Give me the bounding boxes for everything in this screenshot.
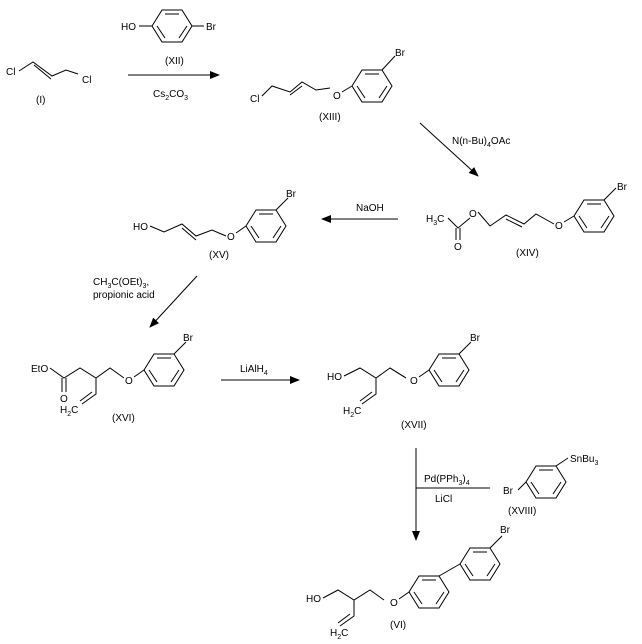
compound-XIV-chain <box>477 211 555 227</box>
compound-VI-ring-2 <box>459 547 501 581</box>
compound-VI-label: (VI) <box>390 620 406 631</box>
compound-XIII-ring <box>351 69 393 103</box>
compound-VI-h2c: H2C <box>330 628 348 641</box>
compound-XVI-ring <box>143 353 185 387</box>
compound-XV-ring <box>245 209 287 243</box>
reagent-step-6-line-1: Pd(PPh3)4 <box>424 474 470 487</box>
compound-XIV-br: Br <box>617 182 628 193</box>
compound-XV-o: O <box>227 232 235 243</box>
compound-XVI-h2c: H2C <box>60 405 78 418</box>
compound-XVII-br: Br <box>470 333 481 344</box>
reagent-step-2: N(n-Bu)4OAc <box>452 136 510 149</box>
reagent-step-4-line-2: propionic acid <box>93 290 155 301</box>
arrow-step-2 <box>419 122 479 177</box>
compound-XIII-o: O <box>333 91 341 102</box>
compound-I-bonds <box>18 61 79 77</box>
compound-I-label: (I) <box>36 95 45 106</box>
compound-XIV-o-ether: O <box>555 221 563 232</box>
compound-XIV-o-keto: O <box>454 242 462 253</box>
reagent-step-5: LiAlH4 <box>240 364 268 377</box>
reagent-step-6-line-2: LiCl <box>435 494 452 505</box>
compound-VI-ho: HO <box>306 594 321 605</box>
compound-XVI-label: (XVI) <box>112 413 135 424</box>
compound-XVI: EtO O H2C O Br (XVI) <box>31 333 194 424</box>
compound-XVI-o-keto: O <box>60 394 68 405</box>
compound-XVIII-ring <box>525 465 567 499</box>
reagent-step-3: NaOH <box>356 203 384 214</box>
compound-VI-o: O <box>390 598 398 609</box>
compound-XV-label: (XV) <box>209 250 229 261</box>
compound-XIV-h3c: H3C <box>426 214 444 227</box>
compound-XVII-h2c: H2C <box>343 406 361 419</box>
compound-XV-br: Br <box>286 189 297 200</box>
compound-I-double-bond <box>33 64 52 80</box>
compound-XIII: Cl O Br (XIII) <box>250 48 406 123</box>
compound-XII-br: Br <box>206 22 217 33</box>
compound-XVII-chain <box>343 367 407 379</box>
compound-VI: HO H2C O Br (VI) <box>306 525 511 641</box>
compound-VI-ring-1 <box>408 575 450 609</box>
arrow-step-4 <box>149 275 198 328</box>
compound-XII-ho: HO <box>121 22 136 33</box>
compound-VI-br: Br <box>500 525 511 536</box>
compound-XVII-ho: HO <box>327 372 342 383</box>
compound-XVII-ring <box>428 353 470 387</box>
compound-I: Cl Cl (I) <box>6 61 91 106</box>
compound-XV-ho: HO <box>133 222 148 233</box>
compound-XIV-o-ester: O <box>469 209 477 220</box>
compound-XVII-o: O <box>410 376 418 387</box>
compound-XIV-label: (XIV) <box>516 248 539 259</box>
compound-XII-label: (XII) <box>165 56 184 67</box>
compound-XII-ring <box>151 9 193 43</box>
compound-XIV: H3C O O O Br (XIV) <box>426 182 628 259</box>
compound-XVIII-snbu3: SnBu3 <box>570 454 598 467</box>
compound-XIII-label: (XIII) <box>319 112 341 123</box>
compound-XVIII-label: (XVIII) <box>508 506 536 517</box>
compound-XVI-eto: EtO <box>31 364 48 375</box>
compound-XIV-ring <box>573 199 615 233</box>
compound-XVII: HO H2C O Br (XVII) <box>327 333 481 431</box>
compound-XVII-label: (XVII) <box>401 420 427 431</box>
compound-I-cl-left: Cl <box>6 67 15 78</box>
compound-XV: HO O Br (XV) <box>133 189 297 261</box>
compound-XIII-br: Br <box>395 48 406 59</box>
compound-XIII-chain <box>261 81 331 97</box>
compound-XVIII: Br SnBu3 (XVIII) <box>503 454 598 517</box>
compound-XVI-br: Br <box>183 333 194 344</box>
compound-I-cl-right: Cl <box>82 75 91 86</box>
compound-XV-chain <box>149 223 227 237</box>
reagent-step-4-line-1: CH3C(OEt)3, <box>93 277 149 290</box>
compound-XVI-o-ether: O <box>125 376 133 387</box>
compound-XIII-cl: Cl <box>250 94 259 105</box>
reagent-step-1: Cs2CO3 <box>153 89 188 102</box>
compound-XVIII-br: Br <box>503 486 514 497</box>
compound-XII: HO Br (XII) <box>121 9 217 67</box>
compound-XVI-chain <box>49 367 125 379</box>
compound-VI-chain <box>322 589 385 601</box>
